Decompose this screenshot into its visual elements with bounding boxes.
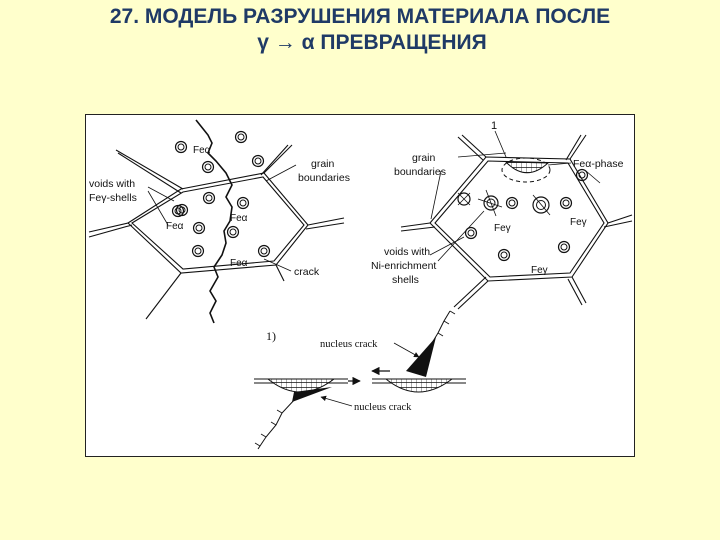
label-fe-gamma: Feγ <box>494 223 511 234</box>
label-nucleus-crack: nucleus crack <box>320 339 378 350</box>
void-icon <box>202 191 216 205</box>
void-icon <box>174 140 188 154</box>
label-number-1-paren: 1) <box>266 329 276 343</box>
slide-title-line2: γ → α ПРЕВРАЩЕНИЯ <box>257 31 487 54</box>
label-crack: crack <box>294 266 320 278</box>
void-icon <box>226 225 240 239</box>
label-grain-line1: grain <box>412 152 436 164</box>
void-icon <box>497 248 511 262</box>
void-icon <box>236 196 250 210</box>
label-fe-gamma: Feγ <box>570 217 587 228</box>
slide-title-line1: 27. МОДЕЛЬ РАЗРУШЕНИЯ МАТЕРИАЛА ПОСЛЕ <box>109 5 611 28</box>
void-icon <box>191 244 205 258</box>
void-icon <box>251 154 265 168</box>
slide-title: 27. МОДЕЛЬ РАЗРУШЕНИЯ МАТЕРИАЛА ПОСЛЕ γ … <box>0 4 720 56</box>
label-voids-ni-line3: shells <box>392 274 419 286</box>
void-icon <box>234 130 248 144</box>
void-icon <box>532 194 551 216</box>
label-voids-ni-line2: Ni-enrichment <box>371 260 436 272</box>
void-icon <box>557 240 571 254</box>
void-icon <box>192 221 206 235</box>
void-icon <box>559 196 573 210</box>
fracture-model-figure: Feα Feα Feα Feα voids with Feγ-shells gr… <box>85 114 635 457</box>
label-fe-gamma: Feγ <box>531 265 548 276</box>
label-grain-line1: grain <box>311 158 335 170</box>
label-fe-alpha: Feα <box>230 213 248 224</box>
label-grain-line2: boundaries <box>298 172 350 184</box>
void-icon <box>477 189 503 217</box>
left-panel-grain-structure: Feα Feα Feα Feα voids with Feγ-shells gr… <box>88 119 350 324</box>
void-icon <box>457 192 471 206</box>
label-grain-line2: boundaries <box>394 166 446 178</box>
void-icon <box>201 160 215 174</box>
fracture-diagram: Feα Feα Feα Feα voids with Feγ-shells gr… <box>88 119 633 450</box>
bottom-panel-nucleus-crack: 1) nucleus crack nucleus c <box>254 310 466 450</box>
label-nucleus-crack: nucleus crack <box>354 402 412 413</box>
label-number-1: 1 <box>491 120 497 132</box>
void-icon <box>257 244 271 258</box>
label-fe-alpha: Feα <box>166 221 184 232</box>
label-voids-fe-shells-line2: Feγ-shells <box>89 192 137 204</box>
label-voids-fe-shells-line1: voids with <box>89 178 135 190</box>
crack-line <box>195 119 233 324</box>
label-voids-ni-line1: voids with <box>384 246 430 258</box>
label-fe-alpha: Feα <box>193 145 211 156</box>
label-fe-alpha: Feα <box>230 258 248 269</box>
right-panel-grain-structure: 1 grain boundaries Feα-phase Feγ Feγ Feγ… <box>371 120 633 310</box>
void-icon <box>505 196 519 210</box>
label-fe-alpha-phase: Feα-phase <box>573 158 624 170</box>
